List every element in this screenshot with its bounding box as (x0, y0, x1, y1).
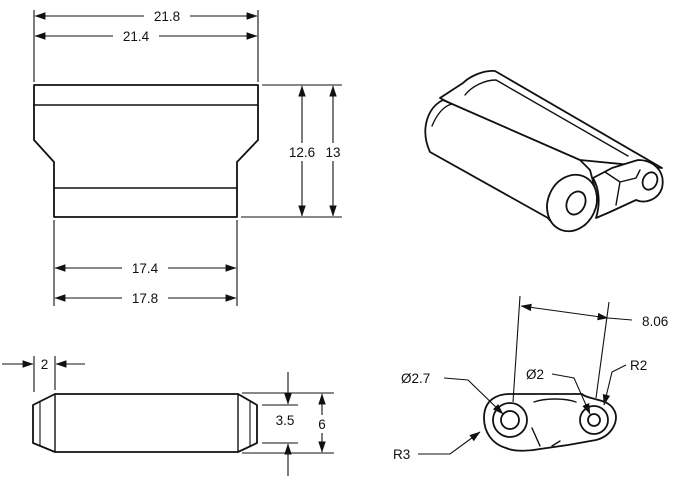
dim-label-overall-bottom-width: 17.8 (132, 291, 158, 306)
dim-label-overall-height: 6 (318, 417, 326, 432)
link-hole-large (500, 410, 520, 430)
ext-line-center-left (512, 295, 521, 403)
iso-top-ridge (464, 79, 629, 157)
isometric-view (424, 70, 664, 233)
label-small-hole-diameter: Ø2 (526, 367, 544, 382)
iso-body-edge (431, 103, 453, 127)
leader-small-radius (602, 364, 627, 406)
label-bg (122, 259, 168, 277)
label-small-end-radius: R2 (630, 358, 647, 373)
dim-label-inner-bottom-width: 17.4 (132, 261, 159, 276)
dim-label-inner-top-width: 21.4 (123, 29, 150, 44)
dim-label-inner-height: 12.6 (289, 145, 315, 160)
label-bg (288, 143, 317, 161)
label-bg (322, 143, 344, 161)
dim-label-inner-height: 3.5 (276, 413, 295, 428)
dim-leader-center-distance (607, 317, 633, 321)
label-bg (144, 7, 190, 25)
leader-large-hole (443, 377, 504, 415)
front-view-outline (33, 84, 259, 218)
dim-line-center-distance (520, 303, 609, 321)
label-large-end-radius: R3 (393, 447, 410, 462)
link-waist-lines (531, 398, 577, 447)
link-view: 8.06 Ø2.7 Ø2 R2 R3 (393, 295, 668, 462)
front-view: 21.8 21.4 12.6 13 17.4 17.8 (33, 7, 344, 307)
dim-label-overall-top-width: 21.8 (154, 9, 180, 24)
dim-label-overall-height: 13 (325, 145, 340, 160)
leader-large-radius (418, 431, 481, 455)
leader-small-hole (551, 373, 591, 415)
iso-front-hole (565, 190, 587, 216)
label-large-hole-diameter: Ø2.7 (401, 371, 430, 386)
iso-tab-notch (604, 169, 641, 206)
iso-tab-hole (641, 171, 659, 191)
side-view: 2 3.5 6 (2, 356, 334, 476)
side-view-outline (32, 393, 258, 453)
label-bg (314, 415, 330, 433)
label-bg (113, 27, 159, 45)
link-hole-small (587, 413, 601, 427)
dim-label-chamfer-width: 2 (41, 357, 49, 372)
dim-label-center-distance: 8.06 (642, 314, 668, 329)
label-bg (122, 289, 168, 307)
